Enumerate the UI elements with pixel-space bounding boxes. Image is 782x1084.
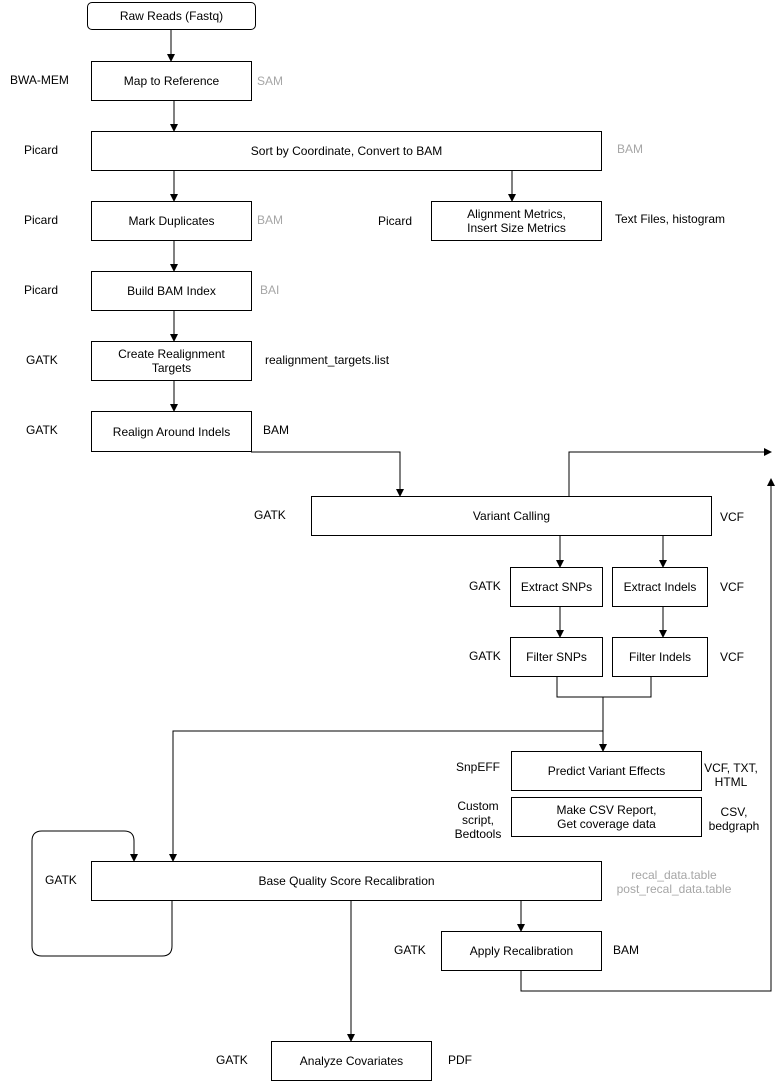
bqsr-box: Base Quality Score Recalibration — [91, 861, 602, 901]
tool-gatk-filter: GATK — [469, 649, 501, 663]
build-bam-index-box: Build BAM Index — [91, 271, 252, 311]
tool-gatk-variant: GATK — [254, 508, 286, 522]
arrow-feedback-to-variant — [568, 448, 772, 496]
variant-calling-box: Variant Calling — [311, 496, 712, 536]
output-vcf-txt-html: VCF, TXT, HTML — [704, 761, 758, 789]
map-to-reference-box: Map to Reference — [91, 61, 252, 101]
tool-gatk-apply: GATK — [394, 943, 426, 957]
loop-bqsr — [31, 830, 173, 957]
tool-picard-sort: Picard — [24, 143, 59, 157]
tool-gatk-bqsr: GATK — [45, 873, 77, 887]
tool-bwa-mem: BWA-MEM — [10, 73, 69, 87]
output-vcf-variant: VCF — [720, 510, 744, 524]
tool-snpeff: SnpEFF — [456, 760, 501, 774]
analyze-covariates-box: Analyze Covariates — [271, 1041, 432, 1081]
tool-custom-bedtools: Custom script, Bedtools — [454, 799, 502, 841]
line-apply-feedback — [520, 478, 775, 992]
output-bai: BAI — [260, 283, 280, 297]
tool-picard-metrics: Picard — [378, 214, 413, 228]
predict-variant-effects-box: Predict Variant Effects — [511, 751, 702, 791]
tool-gatk-analyze: GATK — [216, 1053, 248, 1067]
raw-reads-box: Raw Reads (Fastq) — [87, 2, 256, 30]
output-bam-realign: BAM — [263, 423, 290, 437]
arrow-merge-to-bqsr — [169, 730, 603, 862]
tool-gatk-realign: GATK — [26, 423, 58, 437]
output-realignment-list: realignment_targets.list — [265, 353, 390, 367]
output-text-files: Text Files, histogram — [615, 212, 726, 226]
output-sam: SAM — [257, 74, 284, 88]
output-bam-mark: BAM — [257, 213, 284, 227]
merge-filters — [556, 677, 652, 698]
tool-picard-mark: Picard — [24, 213, 59, 227]
tool-gatk-realign-targets: GATK — [26, 353, 58, 367]
apply-recalibration-box: Apply Recalibration — [441, 931, 602, 971]
output-csv-bedgraph: CSV, bedgraph — [708, 805, 760, 833]
tool-gatk-extract: GATK — [469, 579, 501, 593]
csv-report-box: Make CSV Report, Get coverage data — [511, 797, 702, 837]
extract-indels-box: Extract Indels — [612, 567, 708, 607]
realign-around-indels-box: Realign Around Indels — [91, 411, 252, 452]
sort-convert-box: Sort by Coordinate, Convert to BAM — [91, 131, 602, 171]
extract-snps-box: Extract SNPs — [510, 567, 603, 607]
mark-duplicates-box: Mark Duplicates — [91, 201, 252, 241]
output-pdf: PDF — [448, 1053, 472, 1067]
output-recal-tables: recal_data.table post_recal_data.table — [616, 868, 732, 896]
output-vcf-extract: VCF — [720, 580, 744, 594]
create-realignment-targets-box: Create Realignment Targets — [91, 341, 252, 381]
filter-snps-box: Filter SNPs — [510, 637, 603, 677]
output-vcf-filter: VCF — [720, 650, 744, 664]
filter-indels-box: Filter Indels — [612, 637, 708, 677]
tool-picard-index: Picard — [24, 283, 59, 297]
output-bam-sort: BAM — [617, 142, 644, 156]
arrow-realign-to-variant — [251, 451, 404, 497]
output-bam-apply: BAM — [613, 943, 640, 957]
alignment-metrics-box: Alignment Metrics, Insert Size Metrics — [431, 201, 602, 241]
